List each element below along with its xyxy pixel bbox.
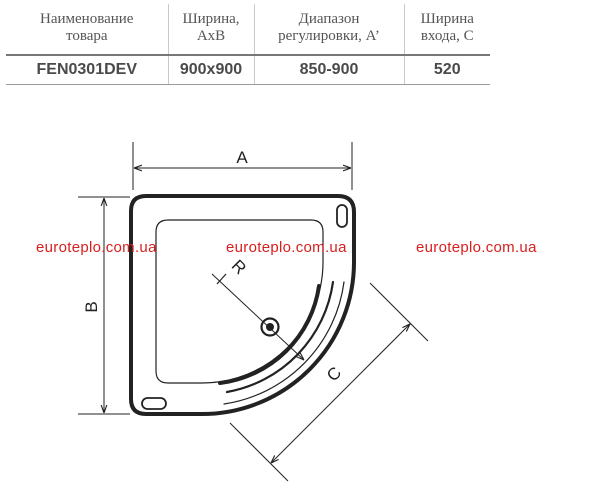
watermark-right: euroteplo.com.ua — [416, 239, 537, 256]
tray-outline — [129, 194, 356, 416]
label-r: R — [228, 256, 250, 278]
dimension-b: B — [78, 196, 130, 415]
label-a: A — [236, 148, 248, 167]
cell-range: 850-900 — [253, 55, 404, 85]
spec-table: Наименование товара Ширина, AxB Диапазон… — [6, 4, 490, 85]
header-width: Ширина, AxB — [167, 4, 254, 56]
header-adjustment-range: Диапазон регулировки, A’ — [253, 4, 404, 56]
watermark-center: euroteplo.com.ua — [226, 239, 347, 256]
cell-size: 900x900 — [167, 55, 254, 85]
tray-basin — [155, 219, 324, 384]
header-entrance-width: Ширина входа, C — [403, 4, 490, 56]
table-header-row: Наименование товара Ширина, AxB Диапазон… — [6, 4, 490, 56]
radius-tick — [216, 273, 227, 285]
radius-line — [211, 273, 304, 360]
corner-slot-top-right — [336, 204, 348, 228]
tray-groove-outer — [223, 281, 345, 405]
cell-entrance: 520 — [403, 55, 490, 85]
corner-slot-bottom-left — [141, 397, 167, 410]
watermark-left: euroteplo.com.ua — [36, 239, 157, 256]
extension-line-c-upper — [369, 282, 429, 342]
header-product-name: Наименование товара — [6, 4, 168, 56]
dimension-line-c — [271, 324, 410, 463]
table-row: FEN0301DEV 900x900 850-900 520 — [6, 55, 490, 85]
drain-icon — [260, 317, 280, 337]
cell-model: FEN0301DEV — [6, 55, 168, 85]
label-b: B — [82, 301, 101, 312]
dimension-a: A — [132, 142, 353, 190]
label-c: C — [323, 363, 345, 385]
extension-line-c-lower — [229, 422, 289, 482]
